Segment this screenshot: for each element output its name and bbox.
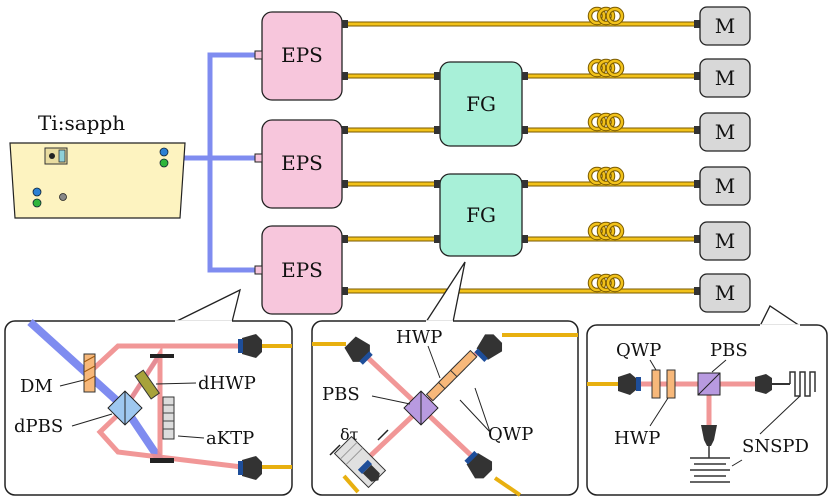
fiber-connector xyxy=(694,126,700,134)
ti-sapph-label: Ti:sapph xyxy=(38,111,125,135)
fiber-coil xyxy=(590,224,622,238)
measurement-module-3: M xyxy=(694,112,751,152)
module-box xyxy=(699,6,751,46)
fiber-connector xyxy=(694,72,700,80)
eps-source-2: EPS xyxy=(254,119,348,209)
dhwp-label: dHWP xyxy=(198,373,256,394)
measurement-module-5: M xyxy=(694,221,751,261)
fiber-connector xyxy=(694,20,700,28)
delay-label: δτ xyxy=(340,425,359,444)
snspd-label: SNSPD xyxy=(742,436,809,457)
measurement-module-1: M xyxy=(694,6,751,46)
module-box xyxy=(699,273,751,313)
eps-label: EPS xyxy=(281,151,323,175)
fg-label: FG xyxy=(466,92,496,116)
ti-sapph-laser: Ti:sapph xyxy=(9,111,186,219)
pump-lines xyxy=(182,52,261,273)
fg-hwp-label: HWP xyxy=(396,327,442,348)
module-box xyxy=(699,112,751,152)
fiber-coil xyxy=(590,115,622,129)
module-box xyxy=(699,58,751,98)
meas-hwp-label: HWP xyxy=(614,428,660,449)
fg-pbs-label: PBS xyxy=(322,384,360,405)
meas-qwp-label: QWP xyxy=(616,340,661,361)
inset-measurement-detail: QWP PBS HWP SNSPD xyxy=(586,324,828,496)
module-label: M xyxy=(715,66,735,90)
eps-label: EPS xyxy=(281,43,323,67)
measurement-modules: M M M M M M xyxy=(694,6,751,313)
fiber-coil xyxy=(590,9,622,23)
measurement-module-4: M xyxy=(694,166,751,206)
module-box xyxy=(699,166,751,206)
eps-source-3: EPS xyxy=(254,225,348,315)
meas-pbs-label: PBS xyxy=(710,340,748,361)
module-label: M xyxy=(715,174,735,198)
fusion-gate-2: FG xyxy=(434,173,528,257)
eps-label: EPS xyxy=(281,258,323,282)
callout-pointers xyxy=(174,261,803,327)
fiber-coil xyxy=(590,61,622,75)
measurement-module-6: M xyxy=(694,273,751,313)
module-label: M xyxy=(715,281,735,305)
fg-label: FG xyxy=(466,203,496,227)
dpbs-label: dPBS xyxy=(14,416,63,437)
measurement-module-2: M xyxy=(694,58,751,98)
fiber-coil xyxy=(590,276,622,290)
fiber-coil xyxy=(590,169,622,183)
fiber-connector xyxy=(694,180,700,188)
module-label: M xyxy=(715,14,735,38)
aktp-label: aKTP xyxy=(206,428,254,449)
dm-label: DM xyxy=(20,376,53,397)
fusion-gate-1: FG xyxy=(434,61,528,147)
fiber-connector xyxy=(694,235,700,243)
module-box xyxy=(699,221,751,261)
fg-qwp-label: QWP xyxy=(488,424,533,445)
fiber-connector xyxy=(694,287,700,295)
inset-eps-detail: DM dPBS dHWP aKTP xyxy=(4,319,293,496)
eps-source-1: EPS xyxy=(254,11,348,101)
fiber-lines xyxy=(348,9,694,294)
module-label: M xyxy=(715,229,735,253)
module-label: M xyxy=(715,120,735,144)
inset-fg-detail: HWP PBS QWP δτ xyxy=(311,320,579,497)
